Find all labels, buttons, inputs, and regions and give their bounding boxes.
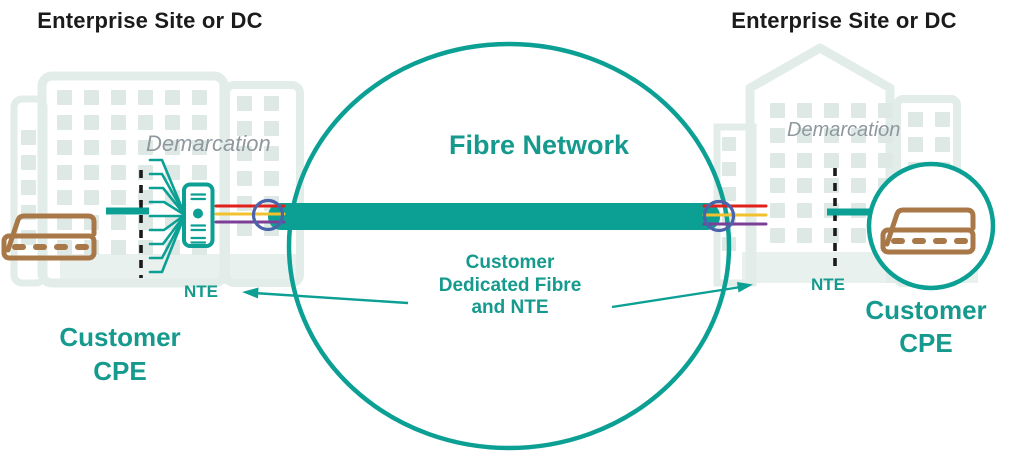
nte-label-right: NTE <box>811 275 845 294</box>
cpe-label-right: Customer CPE <box>846 294 1006 360</box>
fibre-caption-line2: Dedicated Fibre <box>438 274 582 296</box>
fibre-network-circle <box>286 41 732 451</box>
connector-ring-icon-right <box>702 199 736 233</box>
cpe-label-left: Customer CPE <box>40 320 200 388</box>
arrow-icon-left <box>242 287 409 305</box>
demarcation-label-left: Demarcation <box>146 131 271 156</box>
cpe-router-icon-left <box>4 216 94 258</box>
cpe-label-right-line2: CPE <box>899 328 953 358</box>
nte-label-left: NTE <box>184 282 218 301</box>
cpe-label-left-line2: CPE <box>93 356 147 386</box>
fibre-caption-line3: and NTE <box>471 297 549 318</box>
fibre-caption-line1: Customer <box>465 252 555 273</box>
left-site-title: Enterprise Site or DC <box>37 8 263 33</box>
fan-cables-icon <box>148 158 186 274</box>
fibre-network-label: Fibre Network <box>448 130 630 160</box>
fibre-caption: Customer Dedicated Fibre and NTE <box>410 252 610 320</box>
demarcation-label-right: Demarcation <box>787 119 901 141</box>
arrow-icon-right <box>611 282 753 309</box>
cpe-label-right-line1: Customer <box>865 295 987 325</box>
nte-device-icon <box>182 182 215 248</box>
cpe-circle-right <box>866 161 996 291</box>
fibre-trunk-bar <box>268 203 720 230</box>
fibre-strands-left <box>214 204 286 224</box>
right-site-title: Enterprise Site or DC <box>731 8 957 33</box>
cpe-label-left-line1: Customer <box>59 322 181 352</box>
connector-ring-icon-left <box>251 198 285 232</box>
